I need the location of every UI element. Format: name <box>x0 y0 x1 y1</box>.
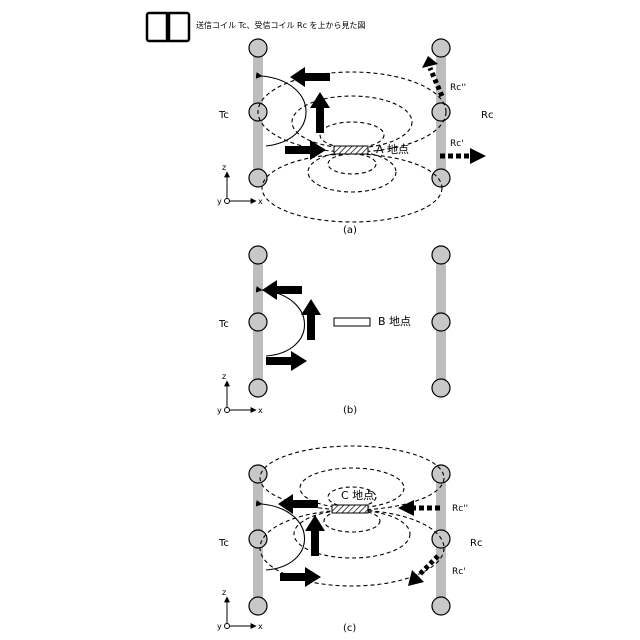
rc-double-prime-arrow-head <box>398 500 414 516</box>
rc-prime-label: Rc' <box>450 139 464 149</box>
tc-label: Tc <box>218 538 229 549</box>
panel-b-caption: (b) <box>343 405 357 416</box>
coil-node <box>432 246 450 264</box>
rc-label: Rc <box>481 110 493 121</box>
coil-node <box>432 39 450 57</box>
panel-c-caption: (c) <box>343 623 356 634</box>
panel-a: A 地点 Tc Rc Rc'' Rc' z x y (a) <box>217 39 493 236</box>
tc-field-loop <box>262 76 306 146</box>
point-b-label: B 地点 <box>378 315 411 328</box>
coil-node <box>432 103 450 121</box>
tc-field-loop <box>262 504 305 570</box>
field-line <box>328 154 376 174</box>
rc-prime-arrow <box>418 556 438 576</box>
rc-prime-arrow-head <box>470 148 486 164</box>
svg-text:x: x <box>258 622 263 631</box>
svg-text:z: z <box>222 163 226 172</box>
point-c-marker <box>332 505 368 513</box>
coil-node <box>432 313 450 331</box>
panel-b: B 地点 Tc z x y (b) <box>217 246 450 416</box>
point-a-marker <box>334 146 368 154</box>
coil-node <box>249 379 267 397</box>
svg-text:z: z <box>222 588 226 597</box>
panel-c: C 地点 Tc Rc Rc'' Rc' z x y (c) <box>217 446 482 634</box>
field-arrow-left <box>290 67 330 87</box>
coil-node <box>249 530 267 548</box>
coil-node <box>249 39 267 57</box>
field-line <box>320 122 384 148</box>
field-line <box>308 152 396 192</box>
coil-node <box>432 169 450 187</box>
field-arrow-left <box>262 280 302 300</box>
header-title: 送信コイル Tc、受信コイル Rc を上から見た図 <box>196 20 366 30</box>
field-arrow-up <box>305 515 325 556</box>
rc-double-prime-label: Rc'' <box>450 83 466 93</box>
tc-label: Tc <box>218 110 229 121</box>
rc-prime-label: Rc' <box>452 567 466 577</box>
coil-view-icon <box>147 13 189 41</box>
field-arrow-right <box>280 567 321 587</box>
panel-a-caption: (a) <box>343 225 357 236</box>
coil-node <box>432 597 450 615</box>
svg-text:x: x <box>258 197 263 206</box>
svg-text:y: y <box>217 406 222 415</box>
svg-text:z: z <box>222 372 226 381</box>
field-line <box>262 154 442 222</box>
point-c-label: C 地点 <box>341 489 374 502</box>
point-a-label: A 地点 <box>376 143 409 156</box>
rc-double-prime-label: Rc'' <box>452 504 468 514</box>
coil-node <box>249 169 267 187</box>
coil-node <box>432 465 450 483</box>
coil-node <box>249 597 267 615</box>
svg-text:y: y <box>217 197 222 206</box>
coil-node <box>249 246 267 264</box>
tc-label: Tc <box>218 319 229 330</box>
point-b-marker <box>334 318 370 326</box>
svg-text:y: y <box>217 622 222 631</box>
tc-field-loop <box>262 290 305 356</box>
coil-node <box>432 379 450 397</box>
rc-label: Rc <box>470 538 482 549</box>
field-arrow-left <box>278 494 318 514</box>
coil-node <box>249 313 267 331</box>
rc-double-prime-arrow-head <box>422 56 438 68</box>
field-arrow-right <box>266 351 307 371</box>
svg-text:x: x <box>258 406 263 415</box>
